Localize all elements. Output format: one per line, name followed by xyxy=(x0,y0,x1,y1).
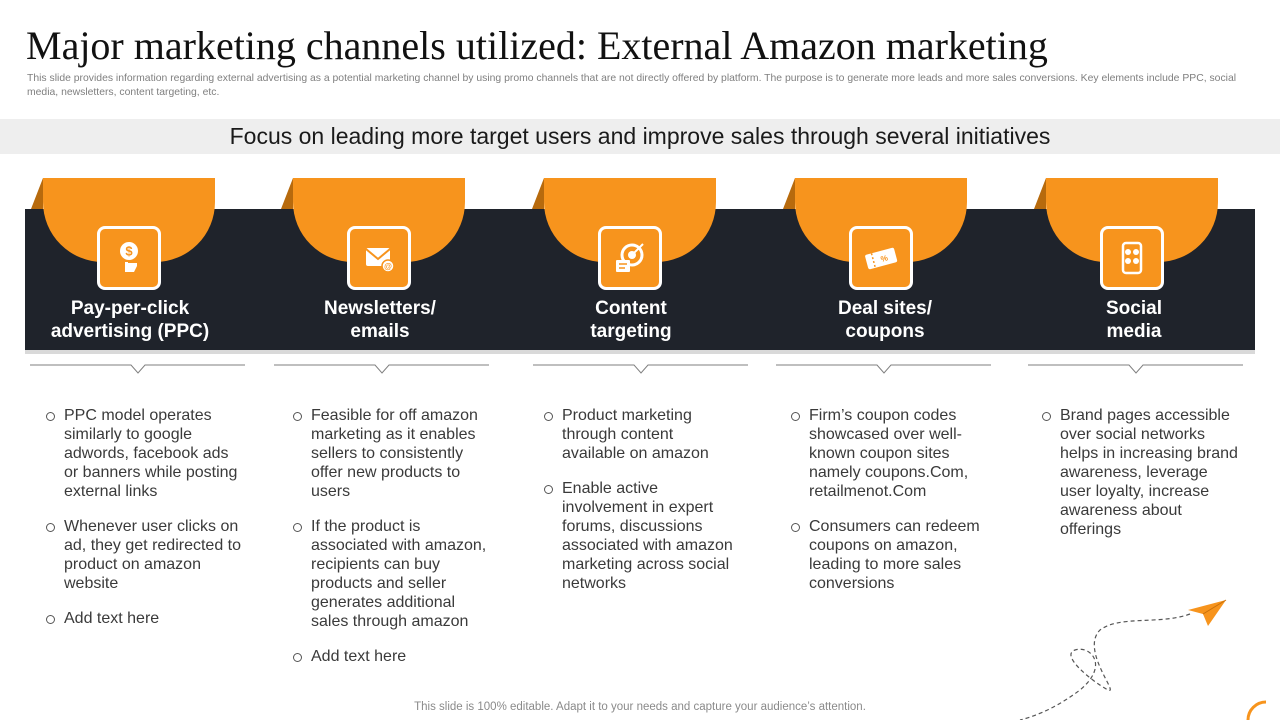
slide-subtitle: This slide provides information regardin… xyxy=(27,73,1237,98)
divider-arrow xyxy=(533,364,748,374)
email-icon: @ xyxy=(347,226,411,290)
divider-arrow xyxy=(274,364,489,374)
divider-arrow xyxy=(30,364,245,374)
tab-fold xyxy=(532,178,544,209)
list-item: Whenever user clicks on ad, they get red… xyxy=(42,517,242,593)
slide-title: Major marketing channels utilized: Exter… xyxy=(26,23,1048,68)
target-icon xyxy=(598,226,662,290)
bullet-list: Feasible for off amazon marketing as it … xyxy=(289,406,489,682)
tab-fold xyxy=(281,178,293,209)
list-item: PPC model operates similarly to google a… xyxy=(42,406,242,501)
coupon-icon: % xyxy=(849,226,913,290)
list-item: Consumers can redeem coupons on amazon, … xyxy=(787,517,987,593)
list-item: Add text here xyxy=(42,609,242,628)
list-item: Brand pages accessible over social netwo… xyxy=(1038,406,1238,539)
focus-banner: Focus on leading more target users and i… xyxy=(0,119,1280,154)
list-item: Add text here xyxy=(289,647,489,666)
divider-arrow xyxy=(776,364,991,374)
svg-text:%: % xyxy=(880,253,889,264)
bullet-list: Brand pages accessible over social netwo… xyxy=(1038,406,1238,555)
list-item: Feasible for off amazon marketing as it … xyxy=(289,406,489,501)
bullet-list: Product marketing through content availa… xyxy=(540,406,740,609)
list-item: If the product is associated with amazon… xyxy=(289,517,489,631)
tab-fold xyxy=(1034,178,1046,209)
svg-text:@: @ xyxy=(384,262,392,271)
channel-heading: Newsletters/emails xyxy=(324,298,436,342)
list-item: Enable active involvement in expert foru… xyxy=(540,479,740,593)
bullet-list: Firm’s coupon codes showcased over well-… xyxy=(787,406,987,609)
band-shadow xyxy=(25,350,1255,354)
channel-heading: Deal sites/coupons xyxy=(838,298,932,342)
channel-column-deal-sites: % Deal sites/coupons Firm’s coupon codes… xyxy=(757,0,1007,720)
social-media-phone-icon xyxy=(1100,226,1164,290)
tab-fold xyxy=(783,178,795,209)
divider-arrow xyxy=(1028,364,1243,374)
list-item: Product marketing through content availa… xyxy=(540,406,740,463)
dollar-hand-icon: $ xyxy=(97,226,161,290)
channel-column-newsletters: @ Newsletters/emails Feasible for off am… xyxy=(255,0,505,720)
list-item: Firm’s coupon codes showcased over well-… xyxy=(787,406,987,501)
tab-fold xyxy=(31,178,43,209)
svg-text:$: $ xyxy=(125,244,133,259)
banner-text: Focus on leading more target users and i… xyxy=(229,123,1051,149)
bullet-list: PPC model operates similarly to google a… xyxy=(42,406,242,644)
footer-note: This slide is 100% editable. Adapt it to… xyxy=(414,701,866,713)
